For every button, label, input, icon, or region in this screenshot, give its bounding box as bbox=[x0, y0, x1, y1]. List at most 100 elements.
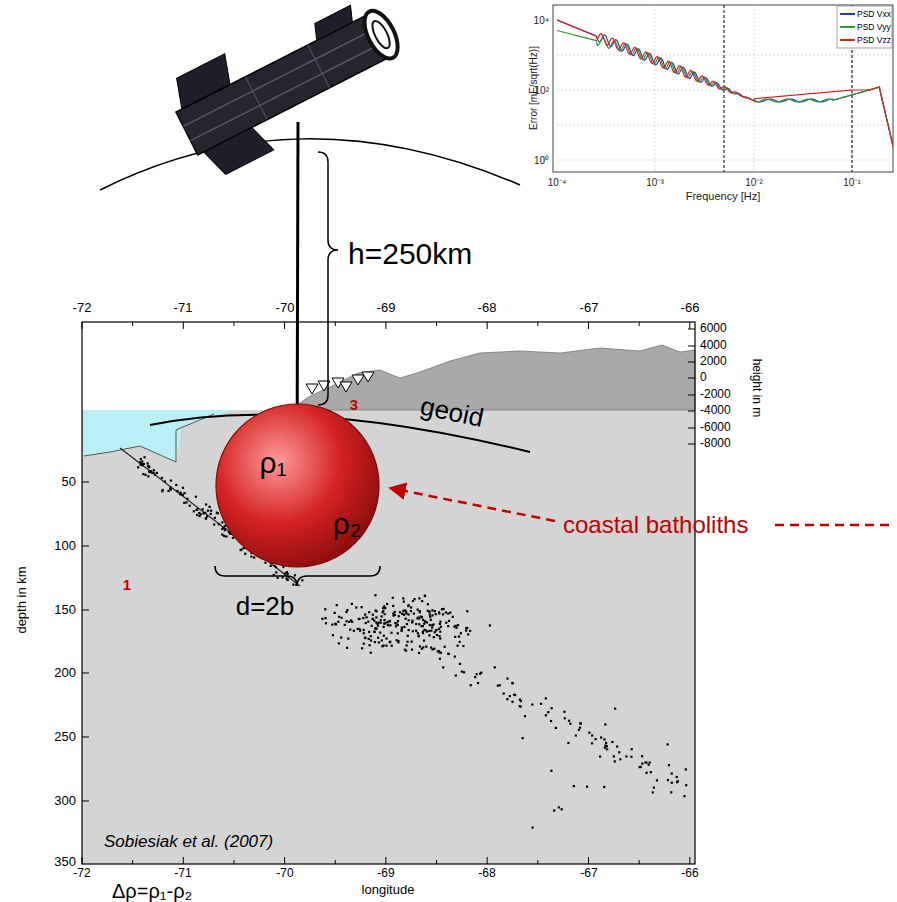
quake-dot bbox=[338, 642, 340, 644]
quake-dot bbox=[630, 756, 632, 758]
axis-tick bbox=[183, 322, 184, 329]
quake-dot bbox=[531, 703, 533, 705]
quake-dot bbox=[459, 663, 461, 665]
quake-dot bbox=[390, 632, 392, 634]
tick-label: 10⁴ bbox=[534, 15, 549, 26]
quake-dot bbox=[431, 648, 433, 650]
axis-tick bbox=[588, 322, 589, 329]
axis-tick bbox=[688, 378, 695, 379]
quake-dot bbox=[351, 603, 353, 605]
axis-tick bbox=[233, 860, 234, 864]
quake-dot bbox=[448, 620, 450, 622]
quake-dot bbox=[457, 624, 459, 626]
quake-dot bbox=[591, 742, 593, 744]
quake-dot bbox=[418, 635, 420, 637]
quake-dot bbox=[198, 512, 200, 514]
quake-dot bbox=[567, 742, 569, 744]
quake-dot bbox=[253, 556, 255, 558]
callout-text: coastal batholiths bbox=[563, 512, 748, 538]
quake-dot bbox=[422, 646, 424, 648]
quake-dot bbox=[348, 621, 350, 623]
quake-dot bbox=[368, 638, 370, 640]
quake-dot bbox=[392, 612, 394, 614]
quake-dot bbox=[616, 745, 618, 747]
quake-dot bbox=[578, 729, 580, 731]
quake-dot bbox=[375, 627, 377, 629]
density-symbol: ρ₂ bbox=[333, 507, 362, 540]
quake-dot bbox=[375, 628, 377, 630]
axis-tick bbox=[82, 546, 89, 547]
citation: Sobiesiak et al. (2007) bbox=[104, 833, 273, 852]
legend-samples bbox=[840, 14, 855, 40]
tick-label: 150 bbox=[54, 603, 76, 617]
quake-dot bbox=[156, 472, 158, 474]
quake-dot bbox=[648, 764, 650, 766]
quake-dot bbox=[274, 565, 276, 567]
orbit-arc bbox=[100, 139, 520, 190]
quake-dot bbox=[580, 723, 582, 725]
quake-dot bbox=[162, 489, 164, 491]
quake-dot bbox=[604, 747, 606, 749]
tick-label: -2000 bbox=[700, 388, 731, 401]
tick-label: -68 bbox=[478, 867, 495, 880]
quake-dot bbox=[216, 512, 218, 514]
quake-dot bbox=[382, 607, 384, 609]
quake-dot bbox=[397, 620, 399, 622]
quake-dot bbox=[341, 617, 343, 619]
quake-dot bbox=[221, 533, 223, 535]
quake-dot bbox=[408, 629, 410, 631]
tick-label: -6000 bbox=[700, 421, 731, 434]
quake-dot bbox=[431, 626, 433, 628]
diameter-brace bbox=[215, 566, 380, 586]
pointer-line bbox=[775, 524, 892, 527]
axis-tick bbox=[183, 857, 184, 864]
quake-dot bbox=[563, 711, 565, 713]
quake-dot bbox=[455, 627, 457, 629]
quake-dot bbox=[444, 646, 446, 648]
quake-dot bbox=[424, 621, 426, 623]
quake-dot bbox=[671, 772, 673, 774]
quake-dot bbox=[375, 616, 377, 618]
quake-dot bbox=[603, 738, 605, 740]
quake-dot bbox=[167, 490, 169, 492]
quake-dot bbox=[144, 474, 146, 476]
tick-label: -70 bbox=[276, 301, 295, 315]
quake-dot bbox=[381, 615, 383, 617]
axis-tick bbox=[82, 673, 89, 674]
quake-dot bbox=[666, 743, 668, 745]
quake-dot bbox=[474, 676, 476, 678]
quake-dot bbox=[224, 529, 226, 531]
quake-dot bbox=[499, 684, 501, 686]
quake-dot bbox=[514, 694, 516, 696]
quake-dot bbox=[383, 635, 385, 637]
quake-dot bbox=[439, 621, 441, 623]
axis-tick bbox=[689, 857, 690, 864]
quake-dot bbox=[361, 606, 363, 608]
quake-dot bbox=[603, 786, 605, 788]
legend-text: PSD Vyy bbox=[857, 23, 891, 32]
quake-dot bbox=[161, 477, 163, 479]
quake-dot bbox=[438, 628, 440, 630]
quake-dot bbox=[408, 613, 410, 615]
axis-tick bbox=[537, 860, 538, 864]
quake-dot bbox=[387, 624, 389, 626]
quake-dot bbox=[685, 768, 687, 770]
axis-tick bbox=[639, 860, 640, 864]
quake-dot bbox=[430, 629, 432, 631]
quake-dot bbox=[447, 653, 449, 655]
quake-dot bbox=[625, 755, 627, 757]
quake-dot bbox=[403, 600, 405, 602]
quake-dot bbox=[564, 717, 566, 719]
axis-tick bbox=[436, 322, 437, 326]
quake-dot bbox=[182, 487, 184, 489]
quake-dot bbox=[170, 488, 172, 490]
quake-dot bbox=[380, 622, 382, 624]
height-brace bbox=[318, 152, 338, 405]
quake-dot bbox=[476, 673, 478, 675]
sphere-body bbox=[216, 404, 379, 567]
axis-tick bbox=[436, 860, 437, 864]
quake-dot bbox=[186, 498, 188, 500]
quake-dot bbox=[137, 466, 139, 468]
quake-dot bbox=[430, 619, 432, 621]
quake-dot bbox=[435, 629, 437, 631]
